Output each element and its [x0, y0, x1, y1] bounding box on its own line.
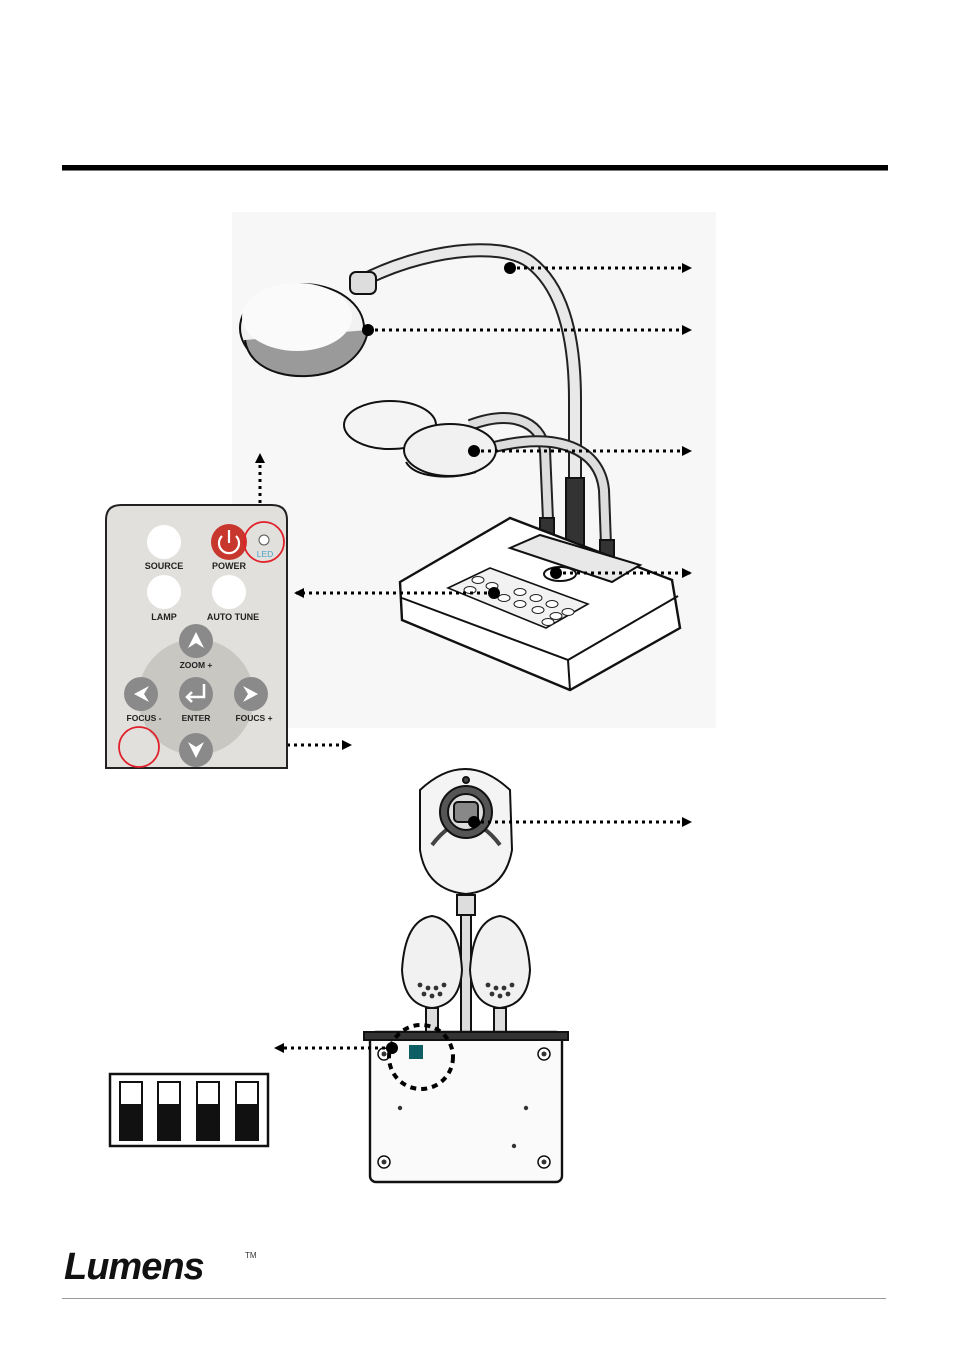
- remote-label-enter: ENTER: [182, 713, 211, 723]
- callout-dots-bottom: [386, 816, 480, 1054]
- remote-label-source: SOURCE: [145, 561, 184, 571]
- source-button-shape: [147, 525, 181, 559]
- remote-label-zoom-plus: ZOOM +: [180, 660, 213, 670]
- led-highlight-ring: [243, 521, 285, 563]
- dip-switch-enlarged: [108, 1072, 270, 1148]
- remote-label-lamp: LAMP: [151, 612, 177, 622]
- remote-label-power: POWER: [212, 561, 247, 571]
- focus-highlight-ring: [118, 726, 160, 768]
- document-camera-illustration: [239, 243, 682, 692]
- remote-control: SOURCE POWER LED LAMP AUTO TUNE ZOOM + F…: [105, 504, 288, 769]
- header-rule: [62, 165, 888, 171]
- remote-label-auto-tune: AUTO TUNE: [207, 612, 259, 622]
- camera-top-view: [363, 768, 569, 1184]
- lumens-logo: Lumens: [64, 1246, 205, 1288]
- remote-label-focus-minus: FOCUS -: [127, 713, 162, 723]
- trademark-mark: TM: [245, 1251, 257, 1260]
- remote-label-focus-plus: FOUCS +: [235, 713, 272, 723]
- remote-label-led: LED: [257, 549, 274, 559]
- footer-rule: [62, 1298, 886, 1299]
- callout-lines-bottom: [274, 817, 692, 1053]
